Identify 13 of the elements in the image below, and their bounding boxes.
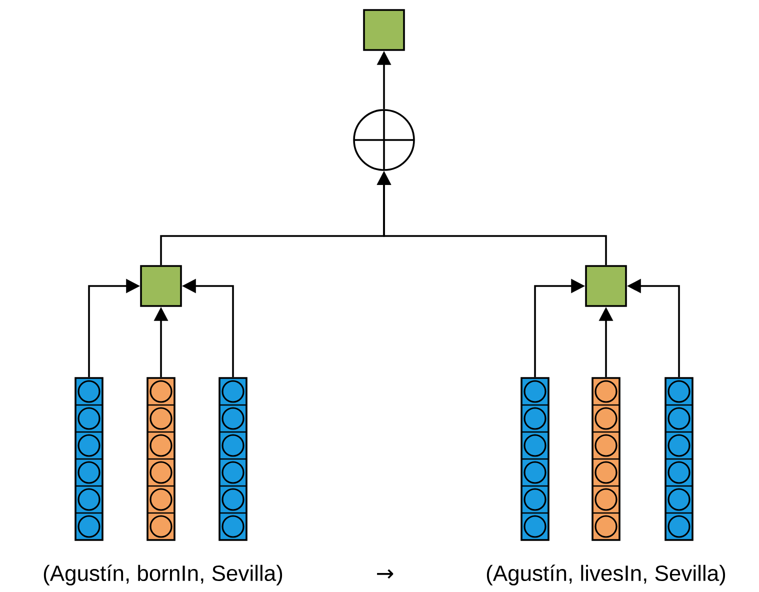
square-node: [363, 9, 405, 51]
square-node: [140, 265, 182, 307]
vector-bar: [592, 377, 620, 541]
vector-bar: [664, 377, 694, 541]
vector-bar: [146, 377, 176, 541]
triple-label: (Agustín, livesIn, Sevilla): [486, 564, 726, 586]
triple-label: (Agustín, bornIn, Sevilla): [44, 564, 282, 586]
vector-bar: [520, 377, 550, 541]
vector-bar: [74, 377, 104, 541]
plus-circle: [353, 109, 415, 171]
arrow-symbol: →: [377, 569, 394, 579]
square-node: [585, 265, 627, 307]
vector-bar: [218, 377, 248, 541]
